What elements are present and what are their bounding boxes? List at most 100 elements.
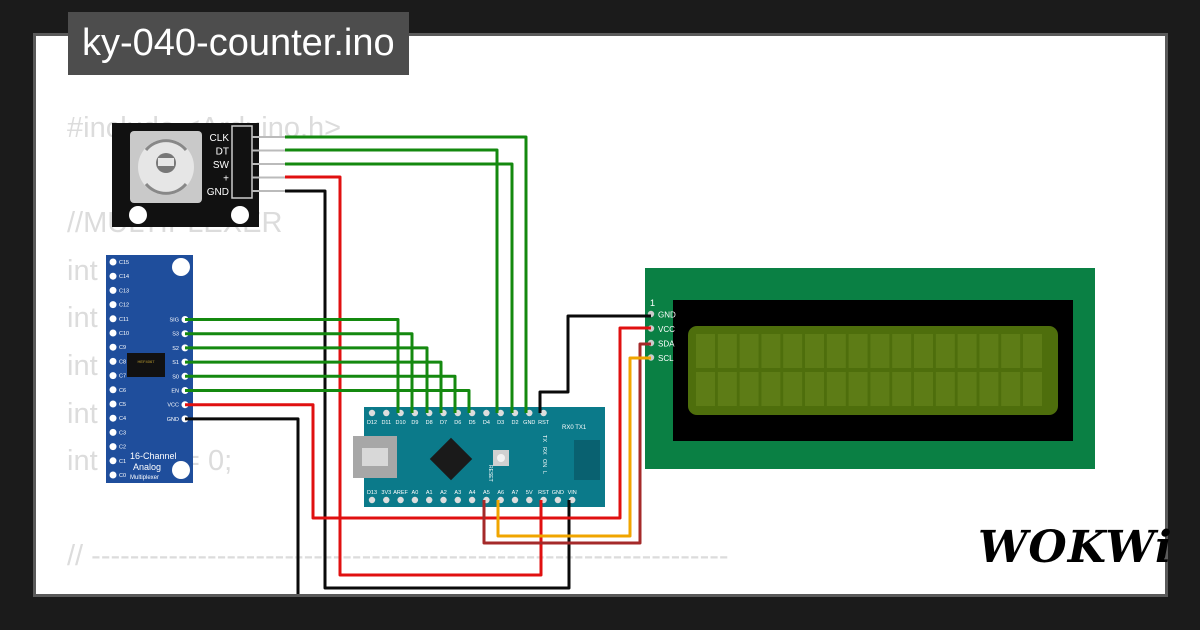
mux-channel-pin[interactable] xyxy=(109,428,117,436)
nano-bottom-pin[interactable] xyxy=(440,496,447,504)
mux-channel-pin[interactable] xyxy=(109,301,117,309)
nano-bottom-pin-label: A2 xyxy=(440,490,447,496)
mux-channel-label: C5 xyxy=(119,402,126,408)
nano-bottom-pin[interactable] xyxy=(569,496,576,504)
nano-side-label: ON xyxy=(541,459,547,467)
mux-channel-pin[interactable] xyxy=(109,443,117,451)
nano-bottom-pin[interactable] xyxy=(426,496,433,504)
mux-channel-label: C2 xyxy=(119,445,126,451)
wire xyxy=(185,417,300,594)
lcd-char-cell xyxy=(717,334,737,368)
mux-channel-pin[interactable] xyxy=(109,315,117,323)
mux-channel-pin[interactable] xyxy=(109,286,117,294)
nano-top-pin[interactable] xyxy=(526,409,533,417)
lcd-char-cell xyxy=(870,334,890,368)
nano-top-pin-label: D8 xyxy=(426,420,433,426)
nano-bottom-pin[interactable] xyxy=(511,496,519,504)
mux-channel-pin[interactable] xyxy=(109,272,117,280)
lcd-char-cell xyxy=(914,334,933,368)
mux-channel-pin[interactable] xyxy=(109,343,117,351)
mux-channel-pin[interactable] xyxy=(109,372,117,380)
lcd-pin-label: VCC xyxy=(658,325,675,334)
nano-top-pin[interactable] xyxy=(497,409,504,417)
nano-side-label: RX xyxy=(541,447,547,455)
mount-hole xyxy=(129,206,147,224)
wire xyxy=(285,135,528,413)
mux-channel-label: C7 xyxy=(119,374,126,380)
nano-top-pin[interactable] xyxy=(383,409,390,417)
mux-channel-pin[interactable] xyxy=(109,329,117,337)
wire xyxy=(538,314,651,413)
lcd-char-cell xyxy=(979,334,999,368)
lcd-char-cell xyxy=(783,334,803,368)
reset-button-cap xyxy=(497,454,505,462)
mux-control-label: GND xyxy=(167,417,179,423)
mux-channel-label: C8 xyxy=(119,359,126,365)
lcd-char-cell xyxy=(1023,372,1042,406)
mux-channel-pin[interactable] xyxy=(109,471,117,479)
lcd-char-cell xyxy=(935,372,955,406)
nano-bottom-pin[interactable] xyxy=(397,496,404,504)
nano-bottom-pin[interactable] xyxy=(454,496,461,504)
encoder-shaft-flat xyxy=(158,158,174,166)
nano-bottom-pin-label: A1 xyxy=(426,490,433,496)
lcd-char-cell xyxy=(696,372,715,406)
nano-bottom-pin[interactable] xyxy=(526,496,533,504)
mux-channel-pin[interactable] xyxy=(109,258,117,266)
wire xyxy=(185,374,457,413)
mux-channel-pin[interactable] xyxy=(109,400,117,408)
nano-top-pin[interactable] xyxy=(540,409,547,417)
nano-bottom-pin[interactable] xyxy=(411,496,419,504)
lcd-char-cell xyxy=(1001,334,1021,368)
mux-control-label: VCC xyxy=(167,403,179,409)
mux-control-label: S0 xyxy=(172,374,179,380)
wire xyxy=(185,389,471,413)
nano-top-pin-label: D11 xyxy=(381,420,391,426)
encoder-pin-label: + xyxy=(223,174,229,185)
nano-bottom-pin[interactable] xyxy=(554,496,562,504)
lcd-char-cell xyxy=(1001,372,1021,406)
multiplexer-cd74hc4067[interactable]: HEF4067 16-Channel Analog Multiplexer C1… xyxy=(106,255,193,483)
nano-bottom-pin-label: AREF xyxy=(393,490,408,496)
lcd-char-cell xyxy=(805,334,824,368)
mux-channel-pin[interactable] xyxy=(109,386,117,394)
rotate-arrow-icon xyxy=(144,182,188,195)
lcd-char-cell xyxy=(848,372,868,406)
nano-top-pin-label: D3 xyxy=(497,420,504,426)
nano-bottom-pin-label: A3 xyxy=(454,490,461,496)
lcd-pin-one-label: 1 xyxy=(650,298,655,308)
lcd-char-cell xyxy=(957,372,977,406)
wire xyxy=(285,148,499,413)
nano-bottom-pin[interactable] xyxy=(368,496,376,504)
nano-bottom-pin[interactable] xyxy=(383,496,390,504)
mux-channel-label: C11 xyxy=(119,317,129,323)
mux-channel-pin[interactable] xyxy=(109,414,117,422)
mux-channel-label: C4 xyxy=(119,416,126,422)
encoder-pin-label: DT xyxy=(216,147,229,158)
lcd-char-cell xyxy=(739,334,759,368)
lcd-char-cell xyxy=(717,372,737,406)
mux-label-line3: Multiplexer xyxy=(130,475,159,481)
chip-marking: HEF4067 xyxy=(138,359,156,364)
mux-channel-label: C14 xyxy=(119,274,129,280)
mux-channel-label: C0 xyxy=(119,473,126,479)
mux-channel-label: C10 xyxy=(119,331,129,337)
mux-channel-pin[interactable] xyxy=(109,457,117,465)
nano-bottom-pin-label: A4 xyxy=(469,490,476,496)
nano-top-pin[interactable] xyxy=(368,409,376,417)
nano-bottom-pin-label: 5V xyxy=(526,490,533,496)
mux-control-label: S1 xyxy=(172,360,179,366)
icsp-header xyxy=(574,440,600,480)
lcd-pin-label: SCL xyxy=(658,354,674,363)
mux-control-label: EN xyxy=(171,389,179,395)
nano-top-pin[interactable] xyxy=(483,409,490,417)
mux-channel-label: C12 xyxy=(119,303,129,309)
nano-bottom-pin[interactable] xyxy=(468,496,476,504)
mux-channel-label: C15 xyxy=(119,260,129,266)
mux-channel-pin[interactable] xyxy=(109,357,117,365)
nano-top-pin-label: D7 xyxy=(440,420,447,426)
